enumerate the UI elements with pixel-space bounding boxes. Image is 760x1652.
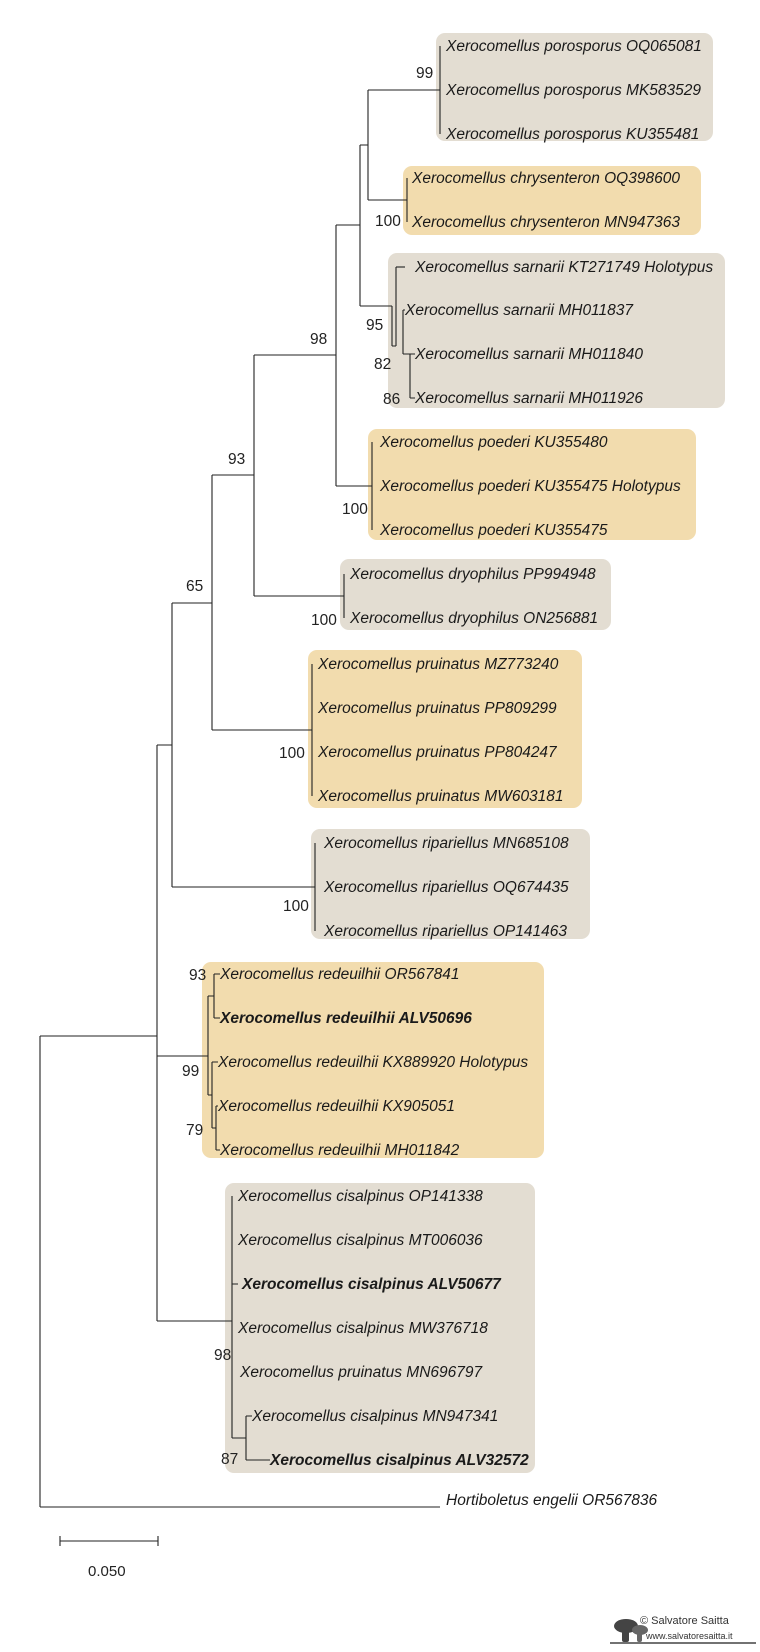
credit-watermark: © Salvatore Saitta www.salvatoresaitta.i… bbox=[610, 1615, 756, 1644]
taxon-label: Xerocomellus cisalpinus OP141338 bbox=[237, 1188, 483, 1205]
taxon-label: Xerocomellus sarnarii KT271749 Holotypus bbox=[414, 259, 713, 276]
credit-name: © Salvatore Saitta bbox=[640, 1615, 730, 1627]
clade-box-porosporus bbox=[436, 33, 713, 141]
branch bbox=[231, 1196, 238, 1372]
support-value: 65 bbox=[186, 578, 203, 595]
support-value: 99 bbox=[416, 65, 433, 82]
taxon-label: Xerocomellus cisalpinus MW376718 bbox=[237, 1320, 488, 1337]
taxon-label: Xerocomellus redeuilhii ALV50696 bbox=[219, 1010, 472, 1027]
clade-box-pruinatus bbox=[308, 650, 582, 808]
taxon-label: Xerocomellus pruinatus PP804247 bbox=[317, 744, 558, 761]
clade-box-chrysenteron bbox=[403, 166, 701, 235]
taxon-label: Xerocomellus cisalpinus MT006036 bbox=[237, 1232, 483, 1249]
support-value: 98 bbox=[310, 331, 327, 348]
taxon-label: Xerocomellus chrysenteron MN947363 bbox=[411, 214, 680, 231]
taxon-label: Xerocomellus cisalpinus ALV50677 bbox=[241, 1276, 502, 1293]
backbone-outgroup bbox=[39, 1035, 440, 1508]
taxon-label: Xerocomellus porosporus OQ065081 bbox=[445, 38, 702, 55]
taxon-label: Xerocomellus porosporus KU355481 bbox=[445, 126, 699, 143]
support-value: 82 bbox=[374, 356, 391, 373]
taxon-label: Xerocomellus poederi KU355480 bbox=[379, 434, 608, 451]
backbone bbox=[253, 354, 344, 597]
support-value: 93 bbox=[228, 451, 245, 468]
support-value: 86 bbox=[383, 391, 400, 408]
support-value: 100 bbox=[311, 612, 337, 629]
support-value: 100 bbox=[375, 213, 401, 230]
taxon-labels: Xerocomellus porosporus OQ065081Xerocome… bbox=[217, 38, 713, 1509]
taxon-label: Xerocomellus chrysenteron OQ398600 bbox=[411, 170, 680, 187]
clade-box-redeuilhii bbox=[202, 962, 544, 1158]
taxon-label: Xerocomellus porosporus MK583529 bbox=[445, 82, 701, 99]
taxon-label: Xerocomellus redeuilhii KX905051 bbox=[217, 1098, 455, 1115]
branch bbox=[409, 353, 415, 399]
taxon-label: Xerocomellus sarnarii MH011837 bbox=[404, 302, 634, 319]
taxon-label: Xerocomellus redeuilhii MH011842 bbox=[219, 1142, 460, 1159]
tree-branches bbox=[39, 46, 441, 1508]
scale-bar-label: 0.050 bbox=[88, 1563, 126, 1580]
taxon-label: Xerocomellus ripariellus OP141463 bbox=[323, 923, 567, 940]
taxon-label: Xerocomellus ripariellus OQ674435 bbox=[323, 879, 569, 896]
taxon-label: Xerocomellus ripariellus MN685108 bbox=[323, 835, 569, 852]
support-value: 100 bbox=[279, 745, 305, 762]
branch bbox=[231, 1372, 246, 1439]
taxon-label: Xerocomellus sarnarii MH011840 bbox=[414, 346, 643, 363]
taxon-label: Xerocomellus redeuilhii OR567841 bbox=[219, 966, 460, 983]
backbone bbox=[211, 474, 312, 731]
taxon-label: Xerocomellus pruinatus MZ773240 bbox=[317, 656, 559, 673]
branch bbox=[215, 1105, 220, 1151]
clade-box-ripariellus bbox=[311, 829, 590, 939]
taxon-label: Xerocomellus sarnarii MH011926 bbox=[414, 390, 643, 407]
branch bbox=[402, 309, 410, 355]
support-value: 87 bbox=[221, 1451, 238, 1468]
scale-bar-line bbox=[59, 1536, 159, 1546]
clade-box-cisalpinus bbox=[225, 1183, 535, 1473]
taxon-label: Xerocomellus cisalpinus ALV32572 bbox=[269, 1452, 529, 1469]
taxon-label: Xerocomellus pruinatus MN696797 bbox=[239, 1364, 483, 1381]
support-value: 95 bbox=[366, 317, 383, 334]
clade-box-dryophilus bbox=[340, 559, 611, 630]
support-value: 93 bbox=[189, 967, 206, 984]
support-value: 99 bbox=[182, 1063, 199, 1080]
backbone bbox=[156, 744, 232, 1322]
branch bbox=[207, 995, 214, 1096]
taxon-label: Xerocomellus cisalpinus MN947341 bbox=[251, 1408, 498, 1425]
mushroom-logo-icon bbox=[610, 1619, 756, 1644]
taxon-label: Xerocomellus poederi KU355475 bbox=[379, 522, 608, 539]
taxon-label: Xerocomellus dryophilus PP994948 bbox=[349, 566, 596, 583]
credit-url: www.salvatoresaitta.it bbox=[645, 1631, 733, 1641]
support-value: 100 bbox=[342, 501, 368, 518]
clade-box-poederi bbox=[368, 429, 696, 540]
backbone bbox=[335, 224, 372, 487]
bootstrap-support-values: 99 100 100 100 100 100 98 98 93 65 95 82 86 93 99 79 87 bbox=[182, 65, 433, 1468]
taxon-label: Xerocomellus pruinatus MW603181 bbox=[317, 788, 564, 805]
scale-bar: 0.050 bbox=[59, 1536, 159, 1580]
support-value: 98 bbox=[214, 1347, 231, 1364]
taxon-label: Xerocomellus dryophilus ON256881 bbox=[349, 610, 598, 627]
clade-highlight-boxes bbox=[202, 33, 725, 1473]
taxon-label: Xerocomellus pruinatus PP809299 bbox=[317, 700, 557, 717]
support-value: 79 bbox=[186, 1122, 203, 1139]
clade-box-sarnarii bbox=[388, 253, 725, 408]
taxon-label: Xerocomellus poederi KU355475 Holotypus bbox=[379, 478, 681, 495]
outgroup-label: Hortiboletus engelii OR567836 bbox=[446, 1492, 657, 1509]
branch bbox=[391, 306, 396, 347]
taxon-label: Xerocomellus redeuilhii KX889920 Holotyp… bbox=[217, 1054, 528, 1071]
support-value: 100 bbox=[283, 898, 309, 915]
